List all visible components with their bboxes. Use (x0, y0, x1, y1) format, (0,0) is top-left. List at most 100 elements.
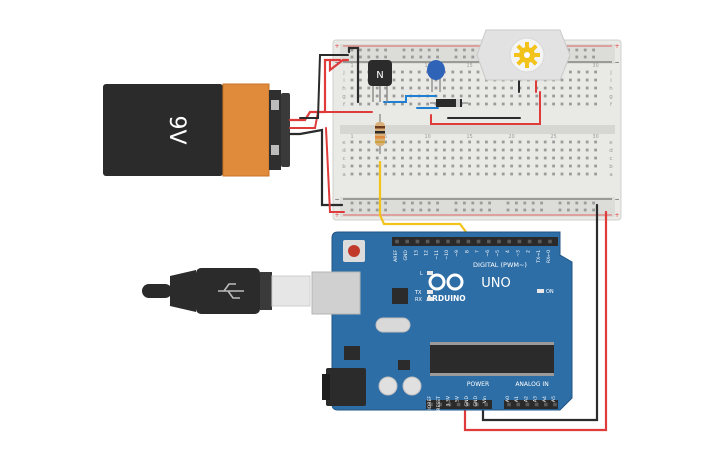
rail-hole (488, 208, 491, 212)
rail-hole (367, 208, 371, 212)
header-pin[interactable] (476, 239, 481, 244)
header-pin[interactable] (475, 402, 479, 407)
breadboard-hole (585, 140, 589, 144)
reset-button[interactable] (343, 240, 365, 262)
header-pin[interactable] (487, 239, 491, 244)
header-pin[interactable] (429, 402, 433, 407)
row-letter: j (609, 70, 612, 76)
power-pin-holes (429, 402, 488, 407)
breadboard-hole (443, 156, 446, 160)
digital-pin-holes (395, 239, 552, 244)
breadboard-hole (510, 148, 513, 152)
rail-hole (411, 55, 414, 59)
header-pin[interactable] (395, 239, 399, 244)
breadboard-hole (359, 78, 362, 82)
breadboard-hole (401, 70, 404, 74)
breadboard-hole (585, 148, 589, 152)
breadboard-hole (485, 86, 488, 90)
rail-hole (463, 55, 466, 59)
header-pin[interactable] (405, 239, 409, 244)
rail-hole (479, 201, 483, 205)
breadboard-hole (367, 164, 371, 168)
breadboard-hole (569, 94, 572, 98)
breadboard-hole (527, 102, 530, 106)
breadboard-hole (375, 172, 379, 176)
pin-label: TX→1 (536, 250, 542, 264)
header-pin[interactable] (497, 239, 501, 244)
breadboard-hole (594, 70, 597, 74)
power-label: POWER (467, 381, 489, 388)
header-pin[interactable] (538, 239, 542, 244)
breadboard-hole (434, 164, 438, 168)
breadboard-hole (409, 156, 413, 160)
header-pin[interactable] (507, 402, 511, 407)
rail-hole (488, 201, 491, 205)
breadboard-hole (392, 156, 396, 160)
rail-hole (419, 48, 423, 52)
header-pin[interactable] (447, 402, 452, 407)
rail-hole (375, 201, 379, 205)
breadboard-hole (409, 78, 413, 82)
breadboard-hole (359, 172, 362, 176)
breadboard-hole (501, 164, 505, 168)
breadboard-hole (594, 156, 597, 160)
header-pin[interactable] (516, 402, 520, 407)
breadboard-hole (359, 164, 362, 168)
breadboard-hole (594, 172, 597, 176)
breadboard-hole (443, 164, 446, 168)
battery-9v: 9V (103, 83, 290, 177)
header-pin[interactable] (466, 402, 470, 407)
header-pin[interactable] (466, 239, 471, 244)
breadboard-hole (417, 86, 421, 90)
breadboard-hole (459, 94, 463, 98)
rail-hole (402, 48, 406, 52)
breadboard-hole (543, 172, 547, 176)
rail-hole (463, 208, 466, 212)
row-letter: j (342, 70, 345, 76)
rail-hole (402, 208, 406, 212)
header-pin[interactable] (534, 402, 539, 407)
header-pin[interactable] (525, 402, 530, 407)
breadboard-hole (426, 78, 429, 82)
breadboard-hole (468, 86, 471, 90)
wire-blue-1 (383, 95, 437, 103)
breadboard-hole (367, 94, 371, 98)
pin-label: A3 (533, 396, 539, 402)
header-pin[interactable] (527, 239, 532, 244)
breadboard-hole (535, 164, 539, 168)
breadboard-hole (543, 94, 547, 98)
dc-motor (476, 29, 571, 81)
header-pin[interactable] (456, 402, 461, 407)
led-rx-label: RX (415, 297, 422, 303)
header-pin[interactable] (446, 239, 450, 244)
header-pin[interactable] (548, 239, 552, 244)
breadboard-hole (417, 164, 421, 168)
header-pin[interactable] (517, 239, 522, 244)
header-pin[interactable] (415, 239, 420, 244)
rail-hole (367, 48, 371, 52)
header-pin[interactable] (436, 239, 440, 244)
header-pin[interactable] (425, 239, 430, 244)
header-pin[interactable] (507, 239, 511, 244)
header-pin[interactable] (438, 402, 442, 407)
breadboard-hole (594, 140, 597, 144)
header-pin[interactable] (553, 402, 557, 407)
arduino-brand: ARDUINO (426, 294, 465, 303)
breadboard-hole (468, 156, 471, 160)
header-pin[interactable] (456, 239, 460, 244)
atmega-chip (430, 344, 554, 374)
rail-hole (575, 55, 579, 59)
breadboard-hole (543, 156, 547, 160)
breadboard-hole (367, 140, 371, 144)
rail-hole (515, 208, 518, 212)
rail-hole (583, 208, 587, 212)
pin-label: 8 (464, 250, 470, 253)
breadboard-hole (493, 164, 497, 168)
row-letter: h (609, 86, 613, 92)
breadboard-hole (417, 140, 421, 144)
row-letter: a (609, 172, 612, 178)
header-pin[interactable] (484, 402, 488, 407)
header-pin[interactable] (544, 402, 548, 407)
breadboard-hole (451, 140, 455, 144)
